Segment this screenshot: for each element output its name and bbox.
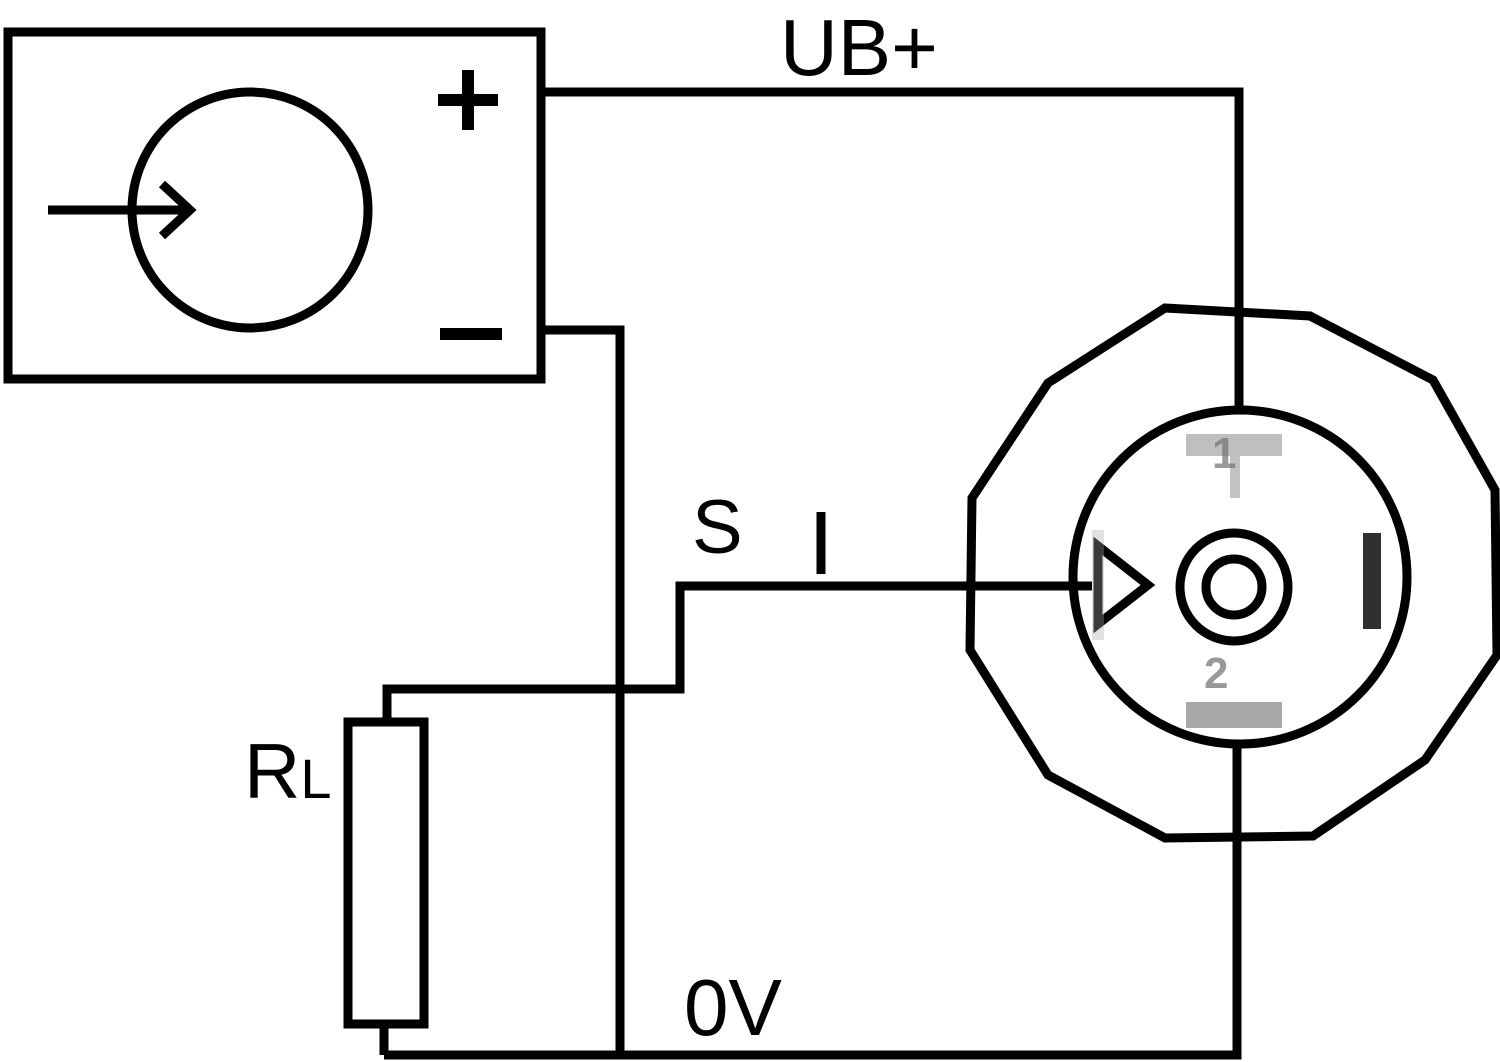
label-pin-1: 1 — [1212, 429, 1237, 478]
minus-terminal-icon — [440, 328, 502, 340]
pin-bar-marker — [1363, 533, 1381, 629]
plus-terminal-icon — [438, 70, 498, 130]
pin-4-outer-ring-icon — [1175, 528, 1293, 646]
pin-3-shadow-mark — [1092, 530, 1104, 640]
label-rl-sub: L — [300, 747, 332, 810]
sensor-face — [1068, 405, 1412, 749]
label-ground: 0V — [684, 963, 782, 1052]
pin-4-inner-ring-icon — [1201, 554, 1267, 620]
power-source-box — [3, 27, 546, 384]
wire-negative — [541, 325, 625, 1055]
load-resistor — [343, 717, 429, 1029]
label-ub-plus: UB+ — [780, 3, 938, 92]
current-arrow-head — [158, 180, 197, 240]
wire-ground-bus — [384, 742, 1242, 1060]
pin-3-triangle-icon — [1093, 536, 1156, 634]
sensor-connector-outline — [965, 303, 1500, 843]
label-rl-main: R — [244, 727, 301, 815]
pin-1-marker — [1186, 434, 1282, 456]
pin-1-stem — [1230, 456, 1240, 498]
wire-ub-plus — [541, 87, 1244, 412]
label-signal: S — [692, 485, 743, 570]
label-pin-2: 2 — [1204, 649, 1229, 698]
label-load-resistor: RL — [244, 732, 332, 810]
pin-2-marker — [1186, 702, 1282, 728]
wire-signal — [382, 581, 1092, 722]
